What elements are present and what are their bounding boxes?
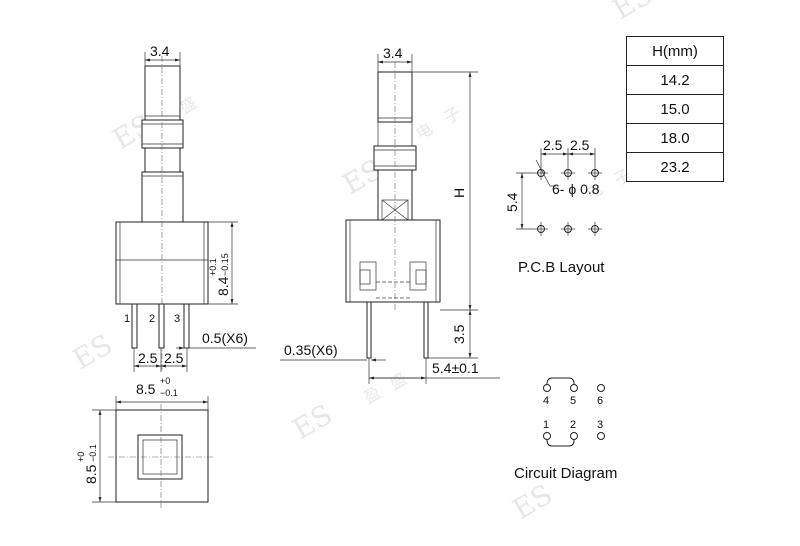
side-pin-spacing: 5.4±0.1: [432, 360, 479, 376]
pin-label: 2: [149, 313, 155, 325]
circuit-pin-label: 2: [570, 419, 576, 431]
h-table-header: H(mm): [626, 36, 724, 66]
bottom-view: 8.5 +0 −0.1 8.5 +0 −0.1: [76, 376, 214, 508]
watermark-brand: ES: [507, 478, 558, 526]
front-pin: [158, 303, 165, 349]
circuit-pin-label: 1: [543, 419, 549, 431]
pcb-hole-spec: 6- ϕ 0.8: [552, 181, 600, 197]
circuit-node: [597, 432, 605, 440]
pcb-row-spacing: 5.4: [504, 192, 520, 212]
circuit-diagram: 4 5 6 1 2 3 Circuit Diagram: [514, 377, 617, 482]
pcb-pitch-2: 2.5: [570, 137, 590, 153]
h-table-value: 23.2: [626, 152, 724, 182]
side-pin: [423, 301, 429, 359]
bottom-height-tol-plus: +0: [76, 452, 86, 462]
front-pin: [131, 303, 138, 349]
circuit-pin-label: 6: [597, 395, 603, 407]
side-housing: [345, 219, 441, 303]
front-body-height-tol-minus: −0.15: [220, 253, 230, 276]
circuit-node: [597, 384, 605, 392]
circuit-node: [570, 384, 578, 392]
side-pin: [366, 301, 372, 359]
front-view: 1 2 3 3.4 8.4 +0.1 −0.15 0.5(X6) 2.5 2.5: [115, 43, 256, 372]
circuit-node: [543, 384, 551, 392]
h-table-value: 14.2: [626, 65, 724, 95]
front-pitch-2: 2.5: [164, 350, 184, 366]
bottom-width-tol-minus: −0.1: [160, 388, 178, 398]
h-table-value: 15.0: [626, 94, 724, 124]
front-pin-width: 0.5(X6): [202, 330, 248, 346]
watermark-char: 电: [413, 119, 436, 143]
h-table-value: 18.0: [626, 123, 724, 153]
bottom-height-tol-minus: −0.1: [88, 444, 98, 462]
pin-label: 3: [174, 313, 180, 325]
side-height-label: H: [451, 188, 467, 198]
bottom-height: 8.5: [83, 464, 99, 484]
circuit-pin-label: 4: [543, 395, 549, 407]
h-dimension-table: H(mm) 14.2 15.0 18.0 23.2: [626, 36, 724, 182]
watermark-brand: ES: [67, 328, 118, 376]
front-pitch-1: 2.5: [138, 350, 158, 366]
watermark-char: 子: [441, 103, 464, 127]
circuit-diagram-title: Circuit Diagram: [514, 465, 617, 482]
watermark-brand: ES: [287, 398, 338, 446]
watermark-brand: ES: [607, 0, 658, 26]
pin-label: 1: [124, 313, 130, 325]
circuit-link-top: [546, 377, 575, 385]
front-pin: [183, 303, 190, 349]
circuit-pin-label: 5: [570, 395, 576, 407]
side-view: 3.4 H 3.5 0.35(X6) 5.4±0.1: [280, 45, 500, 384]
watermark-char: 盈: [361, 383, 384, 407]
bottom-width: 8.5: [136, 381, 156, 397]
circuit-node: [543, 432, 551, 440]
front-body-height-tol-plus: +0.1: [208, 258, 218, 276]
circuit-link-bottom: [546, 439, 575, 447]
pcb-layout: 2.5 2.5 5.4 6- ϕ 0.8 P.C.B Layout: [504, 137, 605, 276]
watermark-char: 盛: [387, 369, 410, 393]
front-stem-neck: [144, 147, 181, 173]
front-body-height: 8.4: [215, 276, 231, 296]
front-stem-top: [144, 65, 181, 121]
side-pin-length: 3.5: [451, 324, 467, 344]
circuit-pin-label: 3: [597, 419, 603, 431]
front-stem-base: [141, 171, 184, 223]
side-top-width: 3.4: [383, 45, 403, 61]
side-pin-thickness: 0.35(X6): [284, 342, 338, 358]
pcb-pitch-1: 2.5: [543, 137, 563, 153]
circuit-node: [570, 432, 578, 440]
front-top-width: 3.4: [150, 43, 170, 59]
bottom-width-tol-plus: +0: [160, 376, 170, 386]
pcb-layout-title: P.C.B Layout: [518, 259, 605, 276]
